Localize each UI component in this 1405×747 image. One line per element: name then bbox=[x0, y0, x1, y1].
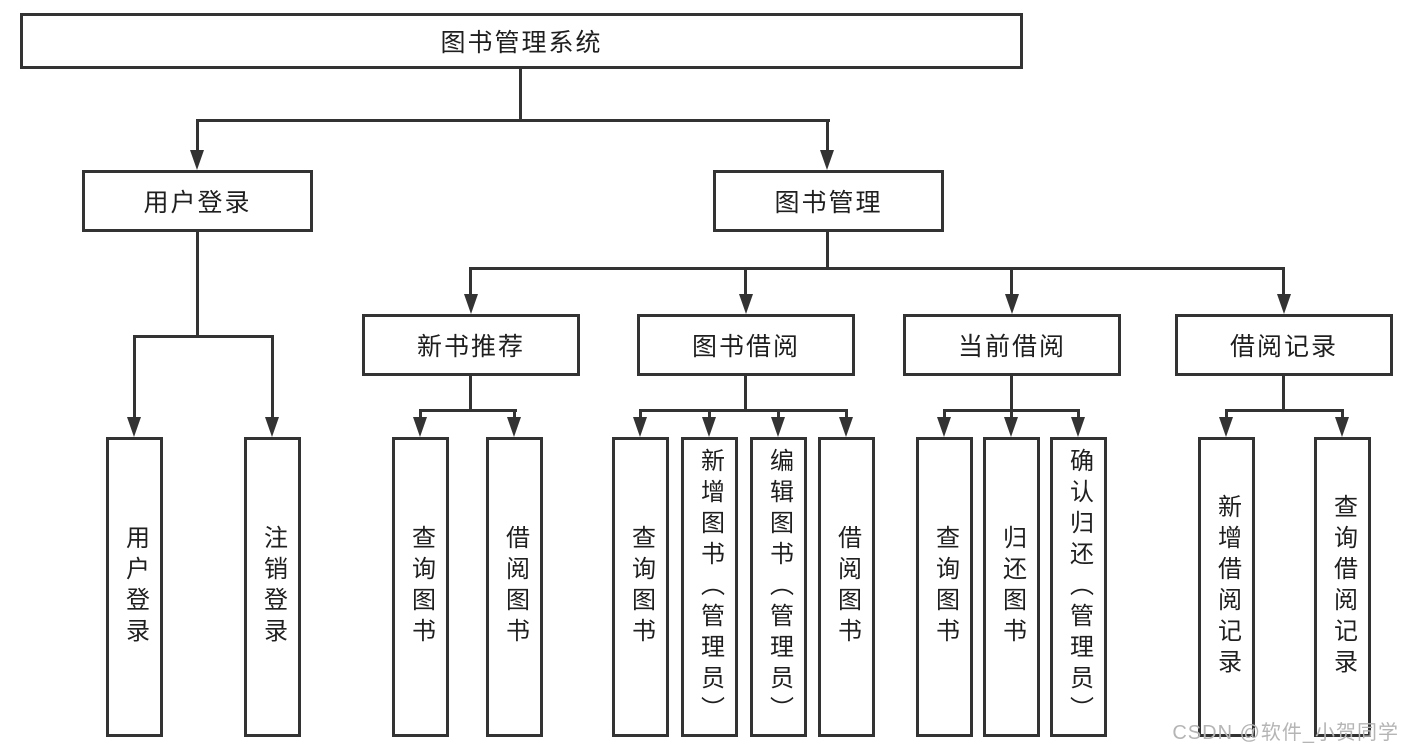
connector-line bbox=[133, 335, 274, 338]
node-query-books-current: 查询图书 bbox=[916, 437, 973, 737]
node-label: 图书管理系统 bbox=[440, 29, 603, 57]
node-label: 借阅图书 bbox=[501, 525, 529, 649]
arrowhead-down-icon bbox=[127, 417, 141, 437]
connector-line bbox=[639, 409, 642, 421]
connector-line bbox=[1282, 376, 1285, 412]
node-label: 确认归还（管理员） bbox=[1065, 447, 1093, 727]
arrowhead-down-icon bbox=[771, 417, 785, 437]
connector-line bbox=[1225, 409, 1228, 421]
node-label: 图书管理 bbox=[774, 189, 883, 217]
node-label: 借阅图书 bbox=[833, 525, 861, 649]
node-label: 用户登录 bbox=[121, 525, 149, 649]
arrowhead-down-icon bbox=[1071, 417, 1085, 437]
node-book-management: 图书管理 bbox=[713, 170, 944, 232]
node-query-borrow-record: 查询借阅记录 bbox=[1314, 437, 1371, 737]
arrowhead-down-icon bbox=[633, 417, 647, 437]
node-borrow-books-recommend: 借阅图书 bbox=[486, 437, 543, 737]
connector-line bbox=[469, 376, 472, 412]
node-user-login: 用户登录 bbox=[82, 170, 313, 232]
connector-line bbox=[519, 67, 522, 122]
connector-line bbox=[744, 376, 747, 412]
arrowhead-down-icon bbox=[464, 294, 478, 314]
arrowhead-down-icon bbox=[190, 150, 204, 170]
connector-line bbox=[826, 232, 829, 270]
connector-line bbox=[1010, 376, 1013, 412]
connector-line bbox=[777, 409, 780, 421]
node-return-book: 归还图书 bbox=[983, 437, 1040, 737]
connector-line bbox=[708, 409, 711, 421]
node-edit-book-admin: 编辑图书（管理员） bbox=[750, 437, 807, 737]
node-label: 当前借阅 bbox=[957, 333, 1066, 361]
node-user-login-leaf: 用户登录 bbox=[106, 437, 163, 737]
node-book-borrowing: 图书借阅 bbox=[637, 314, 855, 376]
node-borrow-books-borrowing: 借阅图书 bbox=[818, 437, 875, 737]
node-label: 查询图书 bbox=[931, 525, 959, 649]
arrowhead-down-icon bbox=[1219, 417, 1233, 437]
connector-line bbox=[469, 267, 472, 298]
arrowhead-down-icon bbox=[702, 417, 716, 437]
node-library-system: 图书管理系统 bbox=[20, 13, 1023, 69]
node-label: 借阅记录 bbox=[1229, 333, 1338, 361]
connector-line bbox=[1077, 409, 1080, 421]
connector-line bbox=[1010, 409, 1013, 421]
arrowhead-down-icon bbox=[413, 417, 427, 437]
csdn-watermark: CSDN @软件_小贺同学 bbox=[1172, 722, 1399, 744]
connector-line bbox=[1341, 409, 1344, 421]
node-query-books-recommend: 查询图书 bbox=[392, 437, 449, 737]
connector-line bbox=[639, 409, 848, 412]
connector-line bbox=[513, 409, 516, 421]
node-label: 查询图书 bbox=[407, 525, 435, 649]
connector-line bbox=[419, 409, 422, 421]
node-label: 查询借阅记录 bbox=[1329, 494, 1357, 680]
connector-line bbox=[196, 119, 199, 153]
node-label: 新书推荐 bbox=[416, 333, 525, 361]
connector-line bbox=[271, 335, 274, 419]
node-logout: 注销登录 bbox=[244, 437, 301, 737]
node-label: 查询图书 bbox=[627, 525, 655, 649]
arrowhead-down-icon bbox=[739, 294, 753, 314]
arrowhead-down-icon bbox=[507, 417, 521, 437]
connector-line bbox=[196, 119, 830, 122]
connector-line bbox=[196, 232, 199, 338]
connector-line bbox=[1282, 267, 1285, 298]
node-add-book-admin: 新增图书（管理员） bbox=[681, 437, 738, 737]
connector-line bbox=[1225, 409, 1344, 412]
node-current-borrowing: 当前借阅 bbox=[903, 314, 1121, 376]
connector-line bbox=[744, 267, 747, 298]
node-label: 图书借阅 bbox=[691, 333, 800, 361]
node-add-borrow-record: 新增借阅记录 bbox=[1198, 437, 1255, 737]
node-label: 注销登录 bbox=[259, 525, 287, 649]
arrowhead-down-icon bbox=[265, 417, 279, 437]
connector-line bbox=[419, 409, 517, 412]
connector-line bbox=[133, 335, 136, 419]
arrowhead-down-icon bbox=[1277, 294, 1291, 314]
connector-line bbox=[845, 409, 848, 421]
node-borrowing-records: 借阅记录 bbox=[1175, 314, 1393, 376]
node-label: 编辑图书（管理员） bbox=[765, 447, 793, 727]
arrowhead-down-icon bbox=[1005, 294, 1019, 314]
node-query-books-borrowing: 查询图书 bbox=[612, 437, 669, 737]
node-label: 归还图书 bbox=[998, 525, 1026, 649]
node-label: 新增图书（管理员） bbox=[696, 447, 724, 727]
node-new-book-recommend: 新书推荐 bbox=[362, 314, 580, 376]
arrowhead-down-icon bbox=[1335, 417, 1349, 437]
node-label: 用户登录 bbox=[143, 189, 252, 217]
connector-line bbox=[1010, 267, 1013, 298]
node-confirm-return-admin: 确认归还（管理员） bbox=[1050, 437, 1107, 737]
connector-line bbox=[469, 267, 1285, 270]
arrowhead-down-icon bbox=[820, 150, 834, 170]
node-label: 新增借阅记录 bbox=[1213, 494, 1241, 680]
arrowhead-down-icon bbox=[937, 417, 951, 437]
connector-line bbox=[943, 409, 946, 421]
arrowhead-down-icon bbox=[839, 417, 853, 437]
connector-line bbox=[826, 119, 829, 153]
arrowhead-down-icon bbox=[1004, 417, 1018, 437]
